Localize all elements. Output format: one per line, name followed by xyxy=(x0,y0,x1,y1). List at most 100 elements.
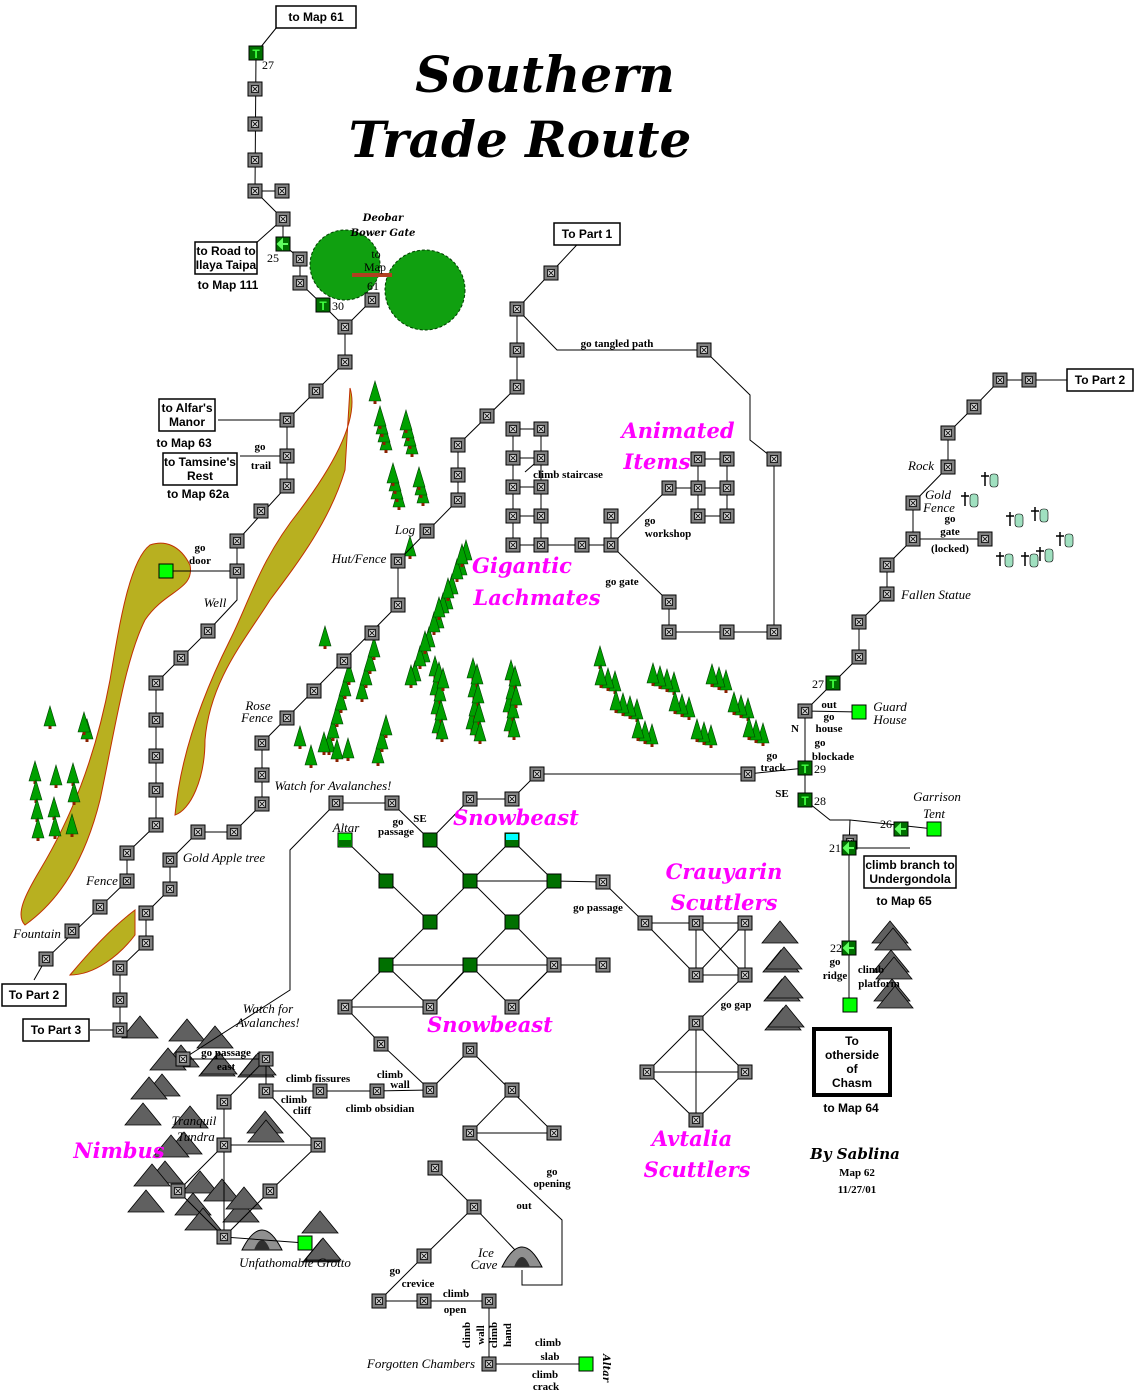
room-icon[interactable] xyxy=(505,450,521,466)
exit-box[interactable] xyxy=(275,5,357,29)
room-icon[interactable] xyxy=(384,795,400,811)
room-icon[interactable] xyxy=(688,915,704,931)
room-icon[interactable] xyxy=(719,624,735,640)
exit-box-label[interactable]: To Part 2 xyxy=(9,988,60,1002)
special-room-icon[interactable] xyxy=(504,914,520,930)
room-icon[interactable] xyxy=(254,767,270,783)
room-icon[interactable] xyxy=(247,81,263,97)
room-icon[interactable] xyxy=(148,817,164,833)
room-icon[interactable] xyxy=(112,960,128,976)
room-icon[interactable] xyxy=(1021,372,1037,388)
exit-room-icon[interactable] xyxy=(337,832,353,848)
arrow-room-icon[interactable] xyxy=(841,840,857,856)
room-icon[interactable] xyxy=(390,597,406,613)
room-icon[interactable] xyxy=(505,537,521,553)
room-icon[interactable] xyxy=(292,251,308,267)
teleport-room-icon[interactable]: T xyxy=(797,760,813,776)
room-icon[interactable] xyxy=(766,624,782,640)
teleport-room-icon[interactable]: T xyxy=(248,45,264,61)
room-icon[interactable] xyxy=(262,1183,278,1199)
exit-room-icon[interactable] xyxy=(842,997,858,1013)
special-room-icon[interactable] xyxy=(462,957,478,973)
room-icon[interactable] xyxy=(390,553,406,569)
exit-box-label[interactable]: To Part 2 xyxy=(1075,373,1126,387)
room-icon[interactable] xyxy=(546,1125,562,1141)
room-icon[interactable] xyxy=(112,992,128,1008)
exit-box-label[interactable]: otherside xyxy=(825,1048,879,1062)
room-icon[interactable] xyxy=(603,508,619,524)
room-icon[interactable] xyxy=(661,594,677,610)
room-icon[interactable] xyxy=(661,480,677,496)
room-icon[interactable] xyxy=(148,782,164,798)
room-icon[interactable] xyxy=(690,451,706,467)
room-icon[interactable] xyxy=(905,495,921,511)
room-icon[interactable] xyxy=(216,1229,232,1245)
exit-box[interactable] xyxy=(1,983,67,1007)
room-icon[interactable] xyxy=(462,791,478,807)
room-icon[interactable] xyxy=(450,492,466,508)
room-icon[interactable] xyxy=(310,1137,326,1153)
room-icon[interactable] xyxy=(879,586,895,602)
room-icon[interactable] xyxy=(719,508,735,524)
room-icon[interactable] xyxy=(279,448,295,464)
room-icon[interactable] xyxy=(466,1199,482,1215)
room-icon[interactable] xyxy=(371,1293,387,1309)
room-icon[interactable] xyxy=(247,152,263,168)
arrow-room-icon[interactable] xyxy=(275,236,291,252)
room-icon[interactable] xyxy=(505,508,521,524)
room-icon[interactable] xyxy=(247,183,263,199)
room-icon[interactable] xyxy=(504,1082,520,1098)
room-icon[interactable] xyxy=(419,523,435,539)
exit-room-icon[interactable] xyxy=(851,704,867,720)
water-room-icon[interactable] xyxy=(504,832,520,848)
room-icon[interactable] xyxy=(688,967,704,983)
room-icon[interactable] xyxy=(479,408,495,424)
room-icon[interactable] xyxy=(416,1293,432,1309)
room-icon[interactable] xyxy=(279,478,295,494)
room-icon[interactable] xyxy=(737,915,753,931)
room-icon[interactable] xyxy=(175,1051,191,1067)
room-icon[interactable] xyxy=(427,1160,443,1176)
room-icon[interactable] xyxy=(200,623,216,639)
exit-box-label[interactable]: Ilaya Taipa xyxy=(196,258,257,272)
room-icon[interactable] xyxy=(162,881,178,897)
room-icon[interactable] xyxy=(661,624,677,640)
room-icon[interactable] xyxy=(216,1137,232,1153)
exit-box-label[interactable]: Manor xyxy=(169,415,205,429)
room-icon[interactable] xyxy=(162,852,178,868)
room-icon[interactable] xyxy=(737,967,753,983)
room-icon[interactable] xyxy=(422,1082,438,1098)
room-icon[interactable] xyxy=(112,1022,128,1038)
exit-room-icon[interactable] xyxy=(297,1235,313,1251)
room-icon[interactable] xyxy=(509,379,525,395)
room-icon[interactable] xyxy=(258,1083,274,1099)
room-icon[interactable] xyxy=(64,923,80,939)
room-icon[interactable] xyxy=(450,437,466,453)
exit-box[interactable] xyxy=(553,222,621,246)
room-icon[interactable] xyxy=(450,467,466,483)
room-icon[interactable] xyxy=(504,999,520,1015)
exit-box-label[interactable]: climb branch to xyxy=(865,858,954,872)
room-icon[interactable] xyxy=(797,703,813,719)
room-icon[interactable] xyxy=(247,116,263,132)
room-icon[interactable] xyxy=(170,1183,186,1199)
room-icon[interactable] xyxy=(977,531,993,547)
teleport-room-icon[interactable]: T xyxy=(797,792,813,808)
room-icon[interactable] xyxy=(546,957,562,973)
room-icon[interactable] xyxy=(505,421,521,437)
room-icon[interactable] xyxy=(851,649,867,665)
special-room-icon[interactable] xyxy=(462,873,478,889)
room-icon[interactable] xyxy=(292,275,308,291)
room-icon[interactable] xyxy=(312,1083,328,1099)
exit-box[interactable] xyxy=(194,241,258,275)
room-icon[interactable] xyxy=(190,824,206,840)
exit-box-label[interactable]: of xyxy=(846,1062,858,1076)
room-icon[interactable] xyxy=(595,957,611,973)
room-icon[interactable] xyxy=(481,1293,497,1309)
room-icon[interactable] xyxy=(509,342,525,358)
room-icon[interactable] xyxy=(148,748,164,764)
exit-box-label[interactable]: to Tamsine's xyxy=(164,455,236,469)
room-icon[interactable] xyxy=(504,791,520,807)
room-icon[interactable] xyxy=(254,735,270,751)
room-icon[interactable] xyxy=(462,1042,478,1058)
